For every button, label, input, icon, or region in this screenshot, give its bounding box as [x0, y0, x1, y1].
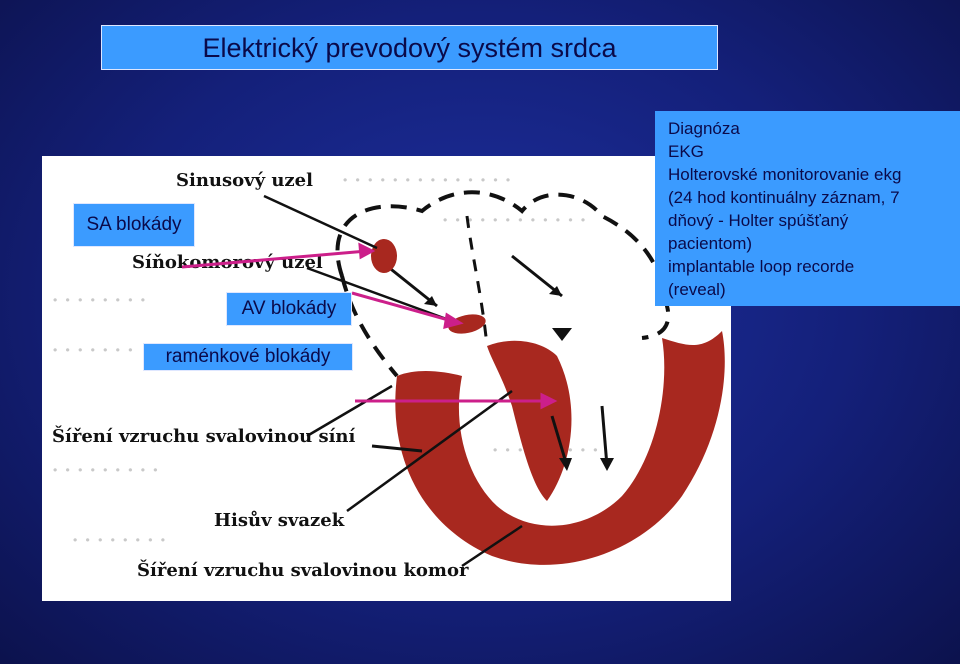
- atrial-leader-line: [306, 384, 393, 438]
- sa-blocks-text: SA blokády: [86, 214, 182, 235]
- bg-text-line: · · · · · · · · · · · · · ·: [342, 170, 511, 191]
- arrow-head: [424, 296, 437, 306]
- diagnosis-line: implantable loop recorde: [668, 257, 855, 276]
- arrow-head: [559, 458, 572, 471]
- septum-muscle: [487, 340, 572, 501]
- diagnosis-line: Holterovské monitorovanie ekg: [668, 165, 902, 184]
- heart-conduction-figure: · · · · · · · · · · · · · · · · · · · · …: [42, 156, 731, 601]
- diagnosis-line: Diagnóza: [668, 119, 740, 138]
- atrial-septum: [465, 215, 489, 347]
- bg-text-line: · · · · · · · ·: [72, 530, 166, 551]
- diagnosis-line: dňový - Holter spúšťaný: [668, 211, 849, 230]
- sa-blocks-label: SA blokády: [73, 203, 195, 247]
- sa-pointer-arrow: [181, 249, 368, 269]
- av-pointer-head: [443, 312, 464, 330]
- av-blocks-text: AV blokády: [241, 298, 337, 319]
- av-leader-line: [306, 266, 453, 323]
- sinus-leader-line: [263, 194, 378, 250]
- av-blocks-label: AV blokády: [226, 292, 352, 326]
- his-bundle-label: Hisův svazek: [214, 509, 345, 531]
- arrow-head: [552, 328, 572, 341]
- branch-pointer-head: [540, 392, 558, 410]
- bg-text-line: · · · · · · · ·: [52, 290, 146, 311]
- branch-blocks-text: raménkové blokády: [165, 346, 331, 367]
- ventricle-muscle: [395, 331, 725, 565]
- ventricle-leader-line: [461, 524, 523, 568]
- sa-pointer-head: [358, 242, 376, 260]
- bg-text-line: · · · · · · · · · · · ·: [442, 210, 586, 231]
- bg-text-line: · · · · · · · · ·: [52, 460, 159, 481]
- bg-text-line: · · · · · · ·: [52, 340, 133, 361]
- heart-diagram: · · · · · · · · · · · · · · · · · · · · …: [52, 170, 725, 581]
- sinus-node-label: Sinusový uzel: [176, 170, 313, 191]
- slide-title: Elektrický prevodový systém srdca: [101, 25, 718, 70]
- atrial-spread-label: Šíření vzruchu svalovinou síní: [52, 424, 356, 447]
- diagnosis-line: (reveal): [668, 280, 726, 299]
- conduction-arrow: [600, 405, 609, 467]
- his-leader-line: [346, 389, 513, 513]
- conduction-arrow: [386, 264, 438, 308]
- av-node: [448, 314, 486, 334]
- conduction-arrow: [371, 444, 423, 453]
- arrow-head: [600, 458, 614, 471]
- branch-blocks-label: raménkové blokády: [143, 343, 353, 371]
- diagnosis-line: EKG: [668, 142, 704, 161]
- conduction-arrow: [550, 415, 569, 467]
- conduction-arrow: [511, 254, 563, 298]
- diagnosis-line: (24 hod kontinuálny záznam, 7: [668, 188, 900, 207]
- arrow-head: [549, 286, 562, 296]
- ventricular-spread-label: Šíření vzruchu svalovinou komor: [137, 558, 469, 581]
- av-pointer-arrow: [351, 291, 453, 323]
- sinus-node: [371, 239, 397, 273]
- diagnosis-box: Diagnóza EKG Holterovské monitorovanie e…: [655, 111, 960, 306]
- diagnosis-line: pacientom): [668, 234, 753, 253]
